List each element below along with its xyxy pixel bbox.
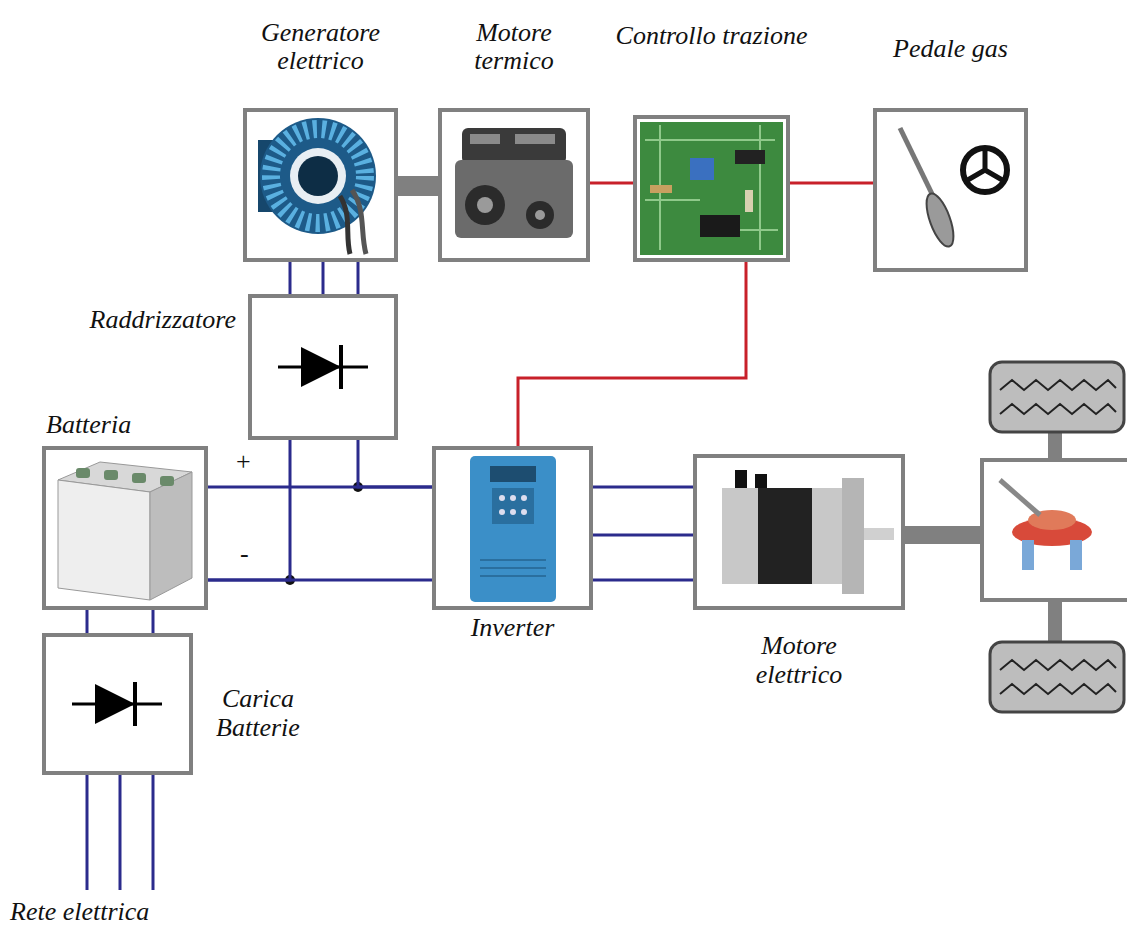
box-label: Raddrizzatore — [90, 306, 236, 335]
box-label: Inverter — [471, 614, 555, 643]
wheel — [990, 642, 1124, 712]
controller-box: Controllo trazione — [633, 115, 790, 262]
phase-wire — [357, 262, 360, 294]
diode-symbol — [72, 682, 162, 726]
mains-wires — [87, 775, 153, 890]
wheel — [990, 362, 1124, 432]
pedal-box: Pedale gas — [873, 108, 1028, 272]
mains-label: Rete elettrica — [10, 898, 149, 927]
signal-wire — [518, 262, 746, 446]
box-label: Pedale gas — [893, 35, 1008, 64]
engine-box: Motore termico — [438, 108, 590, 262]
box-label: Controllo trazione — [616, 22, 808, 51]
box-label: Batteria — [46, 411, 131, 440]
box-label: Motore elettrico — [734, 632, 864, 689]
shaft — [398, 176, 438, 196]
phase-wire — [593, 486, 693, 489]
axle — [1048, 432, 1062, 460]
differential-box — [982, 460, 1127, 600]
signal-wire — [590, 182, 633, 185]
motor-picture — [722, 470, 894, 594]
pedal-picture — [900, 128, 1007, 250]
generator-box: Generatore elettrico — [243, 108, 398, 262]
inverter-picture — [470, 456, 556, 602]
engine-picture — [455, 128, 573, 238]
axle — [1048, 600, 1062, 642]
phase-wire — [289, 262, 292, 294]
generator-picture — [258, 118, 376, 254]
control-board-picture — [640, 122, 783, 255]
dc-wire — [208, 440, 290, 580]
differential-picture — [1000, 480, 1092, 570]
box-label: Carica Batterie — [203, 685, 313, 742]
signal-wire — [790, 182, 873, 185]
phase-wire — [322, 262, 325, 294]
rectifier-box: Raddrizzatore — [248, 294, 398, 440]
box-label: Generatore elettrico — [246, 19, 396, 76]
charger-box: Carica Batterie — [42, 633, 193, 775]
drive-shaft — [905, 526, 982, 544]
dc-wire — [358, 440, 432, 487]
charge-wire — [152, 610, 155, 633]
battery-picture — [58, 462, 192, 600]
inverter-box: Inverter — [432, 446, 593, 610]
box-label: Motore termico — [449, 19, 579, 76]
polarity-sign: + — [236, 448, 251, 477]
diode-symbol — [278, 345, 368, 389]
battery-box: Batteria — [42, 446, 208, 610]
polarity-sign: - — [240, 540, 249, 569]
motor-box: Motore elettrico — [693, 454, 905, 610]
phase-wire — [593, 579, 693, 582]
charge-wire — [86, 610, 89, 633]
phase-wire — [593, 534, 693, 537]
